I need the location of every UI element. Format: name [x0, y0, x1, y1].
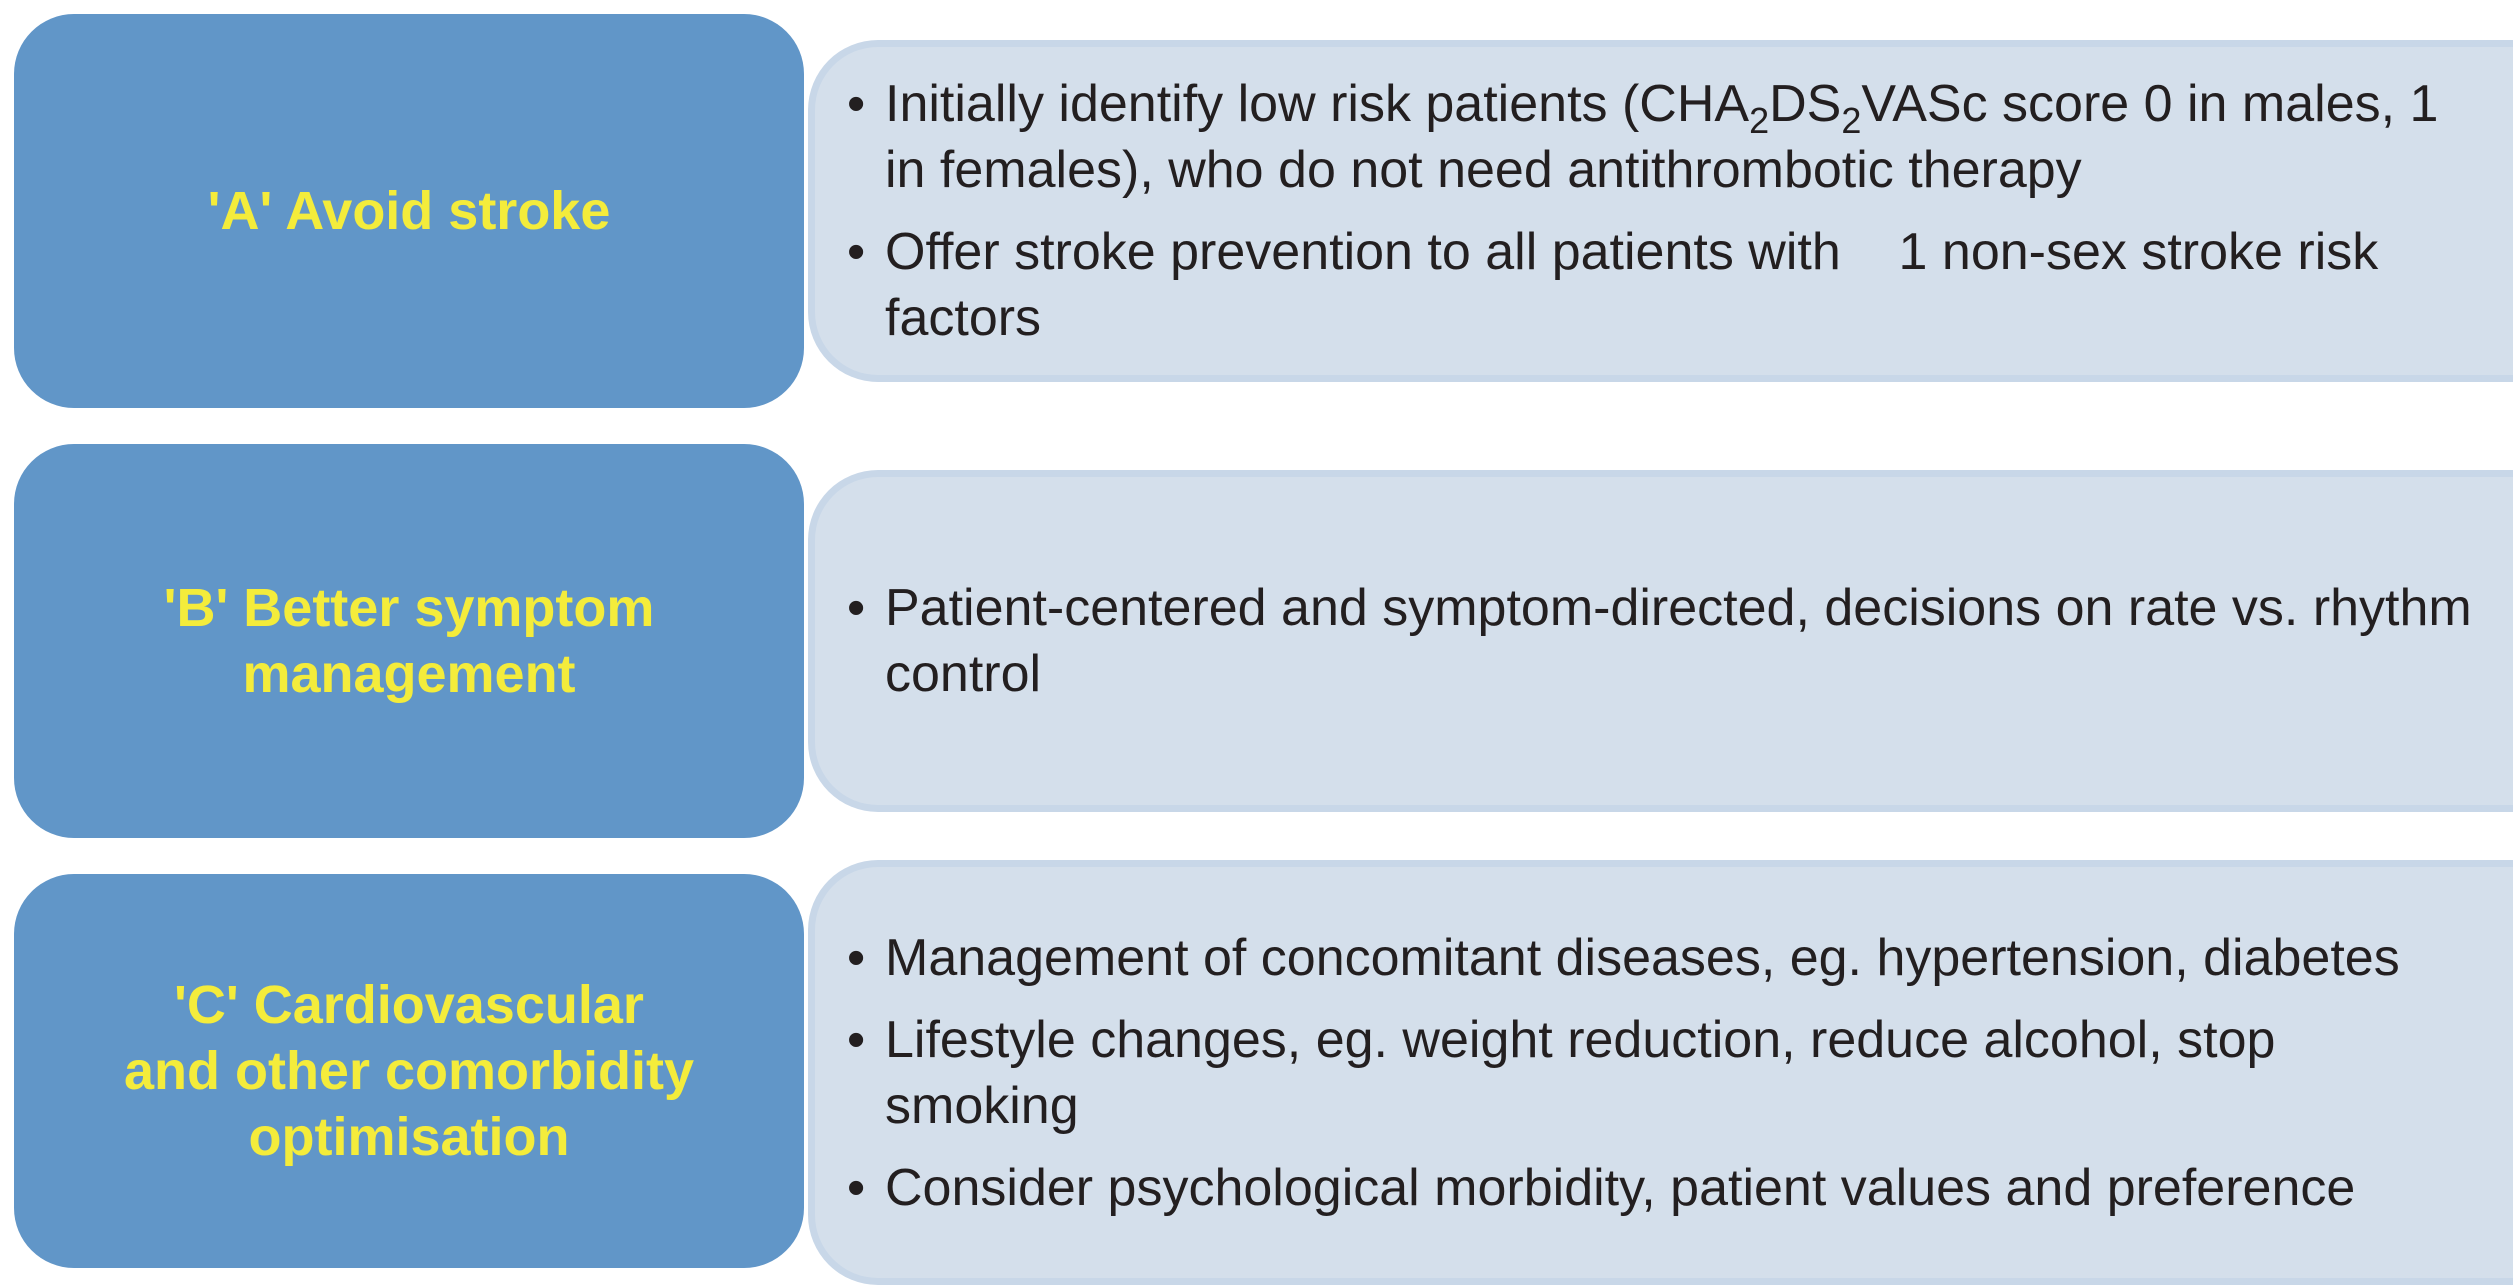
avoid-stroke-label-box: 'A' Avoid stroke	[14, 14, 804, 408]
cardiovascular-details-box: • Management of concomitant diseases, eg…	[808, 860, 2513, 1285]
avoid-stroke-details-box: • Initially identify low risk patients (…	[808, 40, 2513, 382]
bullet-dot: •	[847, 1158, 866, 1217]
better-symptom-label-box: 'B' Better symptom management	[14, 444, 804, 838]
list-item: • Offer stroke prevention to all patient…	[847, 219, 2473, 351]
better-symptom-bullet-list: • Patient-centered and symptom-directed,…	[847, 575, 2473, 707]
bullet-dot: •	[847, 1010, 866, 1069]
better-symptom-title: 'B' Better symptom management	[163, 578, 655, 704]
avoid-stroke-title: 'A' Avoid stroke	[207, 181, 611, 241]
list-item: • Management of concomitant diseases, eg…	[847, 925, 2473, 991]
bullet-dot: •	[847, 75, 866, 133]
better-symptom-details-box: • Patient-centered and symptom-directed,…	[808, 470, 2513, 812]
cardiovascular-bullet-list: • Management of concomitant diseases, eg…	[847, 925, 2473, 1221]
bullet-dot: •	[847, 928, 866, 987]
avoid-stroke-bullet-list: • Initially identify low risk patients (…	[847, 71, 2473, 351]
cardiovascular-title: 'C' Cardiovascular and other comorbidity…	[123, 975, 695, 1167]
list-item: • Initially identify low risk patients (…	[847, 71, 2473, 203]
list-item: • Patient-centered and symptom-directed,…	[847, 575, 2473, 707]
bullet-dot: •	[847, 223, 866, 281]
list-item: • Lifestyle changes, eg. weight reductio…	[847, 1007, 2473, 1139]
cardiovascular-label-box: 'C' Cardiovascular and other comorbidity…	[14, 874, 804, 1268]
list-item: • Consider psychological morbidity, pati…	[847, 1155, 2473, 1221]
bullet-dot: •	[847, 579, 866, 637]
